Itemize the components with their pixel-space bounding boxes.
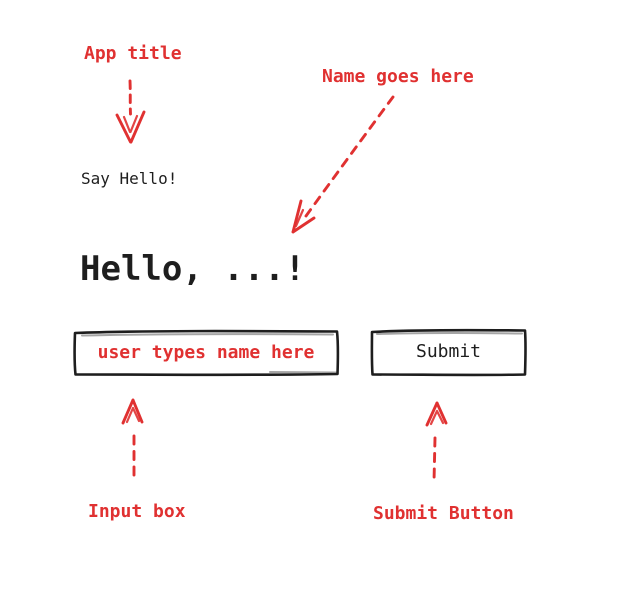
greeting-text: Hello, ...!: [80, 249, 306, 289]
annotation-app-title: App title: [84, 43, 182, 64]
dashed-arrow-up-input-icon: [121, 398, 144, 484]
input-placeholder-text: user types name here: [97, 341, 315, 363]
dashed-arrow-down-left-icon: [291, 95, 395, 234]
dashed-arrow-down-icon: [115, 79, 146, 144]
annotation-input-box: Input box: [88, 501, 186, 522]
annotation-submit-button: Submit Button: [373, 503, 514, 524]
submit-button[interactable]: Submit: [367, 325, 530, 379]
button-border-sketch: [370, 328, 527, 377]
name-input[interactable]: user types name here: [70, 326, 342, 379]
app-title: Say Hello!: [81, 169, 178, 188]
annotation-name-goes-here: Name goes here: [322, 66, 474, 87]
dashed-arrow-up-submit-icon: [425, 401, 448, 484]
input-border-sketch: [73, 329, 340, 377]
submit-button-label: Submit: [415, 341, 482, 363]
